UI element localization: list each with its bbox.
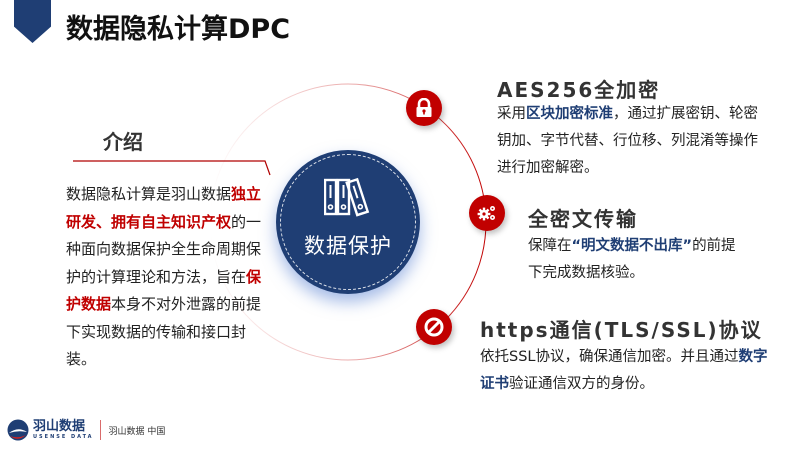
intro-heading: 介绍 (103, 130, 143, 154)
ban-icon (416, 309, 452, 345)
footer: 羽山数据 USENSE DATA 羽山数据 中国 (6, 418, 165, 442)
intro-highlight-independent: 独立研发、拥有自主知识产权 (66, 185, 262, 231)
gears-icon (469, 195, 505, 231)
feature-highlight-aes: 区块加密标准 (526, 106, 613, 122)
logo-text: 羽山数据 USENSE DATA (33, 418, 94, 441)
footer-slogan: 羽山数据 中国 (108, 426, 166, 437)
desc-text: 的前提下完成数据核验。 (528, 238, 736, 281)
desc-text: 保障在 (528, 238, 572, 254)
logo-cn: 羽山数据 (33, 418, 86, 434)
feature-title-ciphertext: 全密文传输 (528, 207, 638, 231)
intro-highlight-protect: 保护数据 (66, 267, 262, 314)
desc-text: ，通过扩展密钥、轮密钥加、字节代替、行位移、列混淆等操作进行加密解密。 (497, 106, 758, 176)
desc-text: 依托SSL协议，确保通信加密。并且通过 (480, 349, 739, 365)
usense-logo-icon (7, 419, 29, 441)
footer-divider (99, 420, 101, 440)
intro-text-part: 数据隐私计算是羽山数据 (66, 185, 232, 203)
feature-title-aes: AES256全加密 (497, 78, 661, 102)
data-protection-circle: 数据保护 (276, 150, 420, 294)
lock-icon (406, 90, 442, 126)
feature-title-https: https通信(TLS/SSL)协议 (480, 318, 763, 342)
intro-text-part: 本身不对外泄露的前提下实现数据的传输和接口封装。 (66, 295, 262, 368)
intro-text-part: 的一种面向数据保护全生命周期保护的计算理论和方法，旨在 (66, 212, 262, 286)
desc-text: 验证通信双方的身份。 (509, 376, 654, 392)
page-title: 数据隐私计算DPC (66, 14, 291, 45)
feature-desc-ciphertext: 保障在“明文数据不出库”的前提下完成数据核验。 (528, 233, 748, 287)
dashed-ring (280, 154, 416, 290)
feature-highlight-ciphertext: “明文数据不出库” (571, 238, 693, 254)
feature-desc-aes: 采用区块加密标准，通过扩展密钥、轮密钥加、字节代替、行位移、列混淆等操作进行加密… (497, 101, 772, 182)
feature-desc-https: 依托SSL协议，确保通信加密。并且通过数字证书验证通信双方的身份。 (480, 344, 775, 398)
feature-highlight-https: 数字证书 (480, 349, 768, 392)
desc-text: 采用 (497, 106, 526, 122)
center-label: 数据保护 (304, 234, 392, 258)
intro-text: 数据隐私计算是羽山数据独立研发、拥有自主知识产权的一种面向数据保护全生命周期保护… (66, 181, 266, 374)
logo-en: USENSE DATA (33, 433, 94, 440)
binders-icon (324, 177, 370, 217)
